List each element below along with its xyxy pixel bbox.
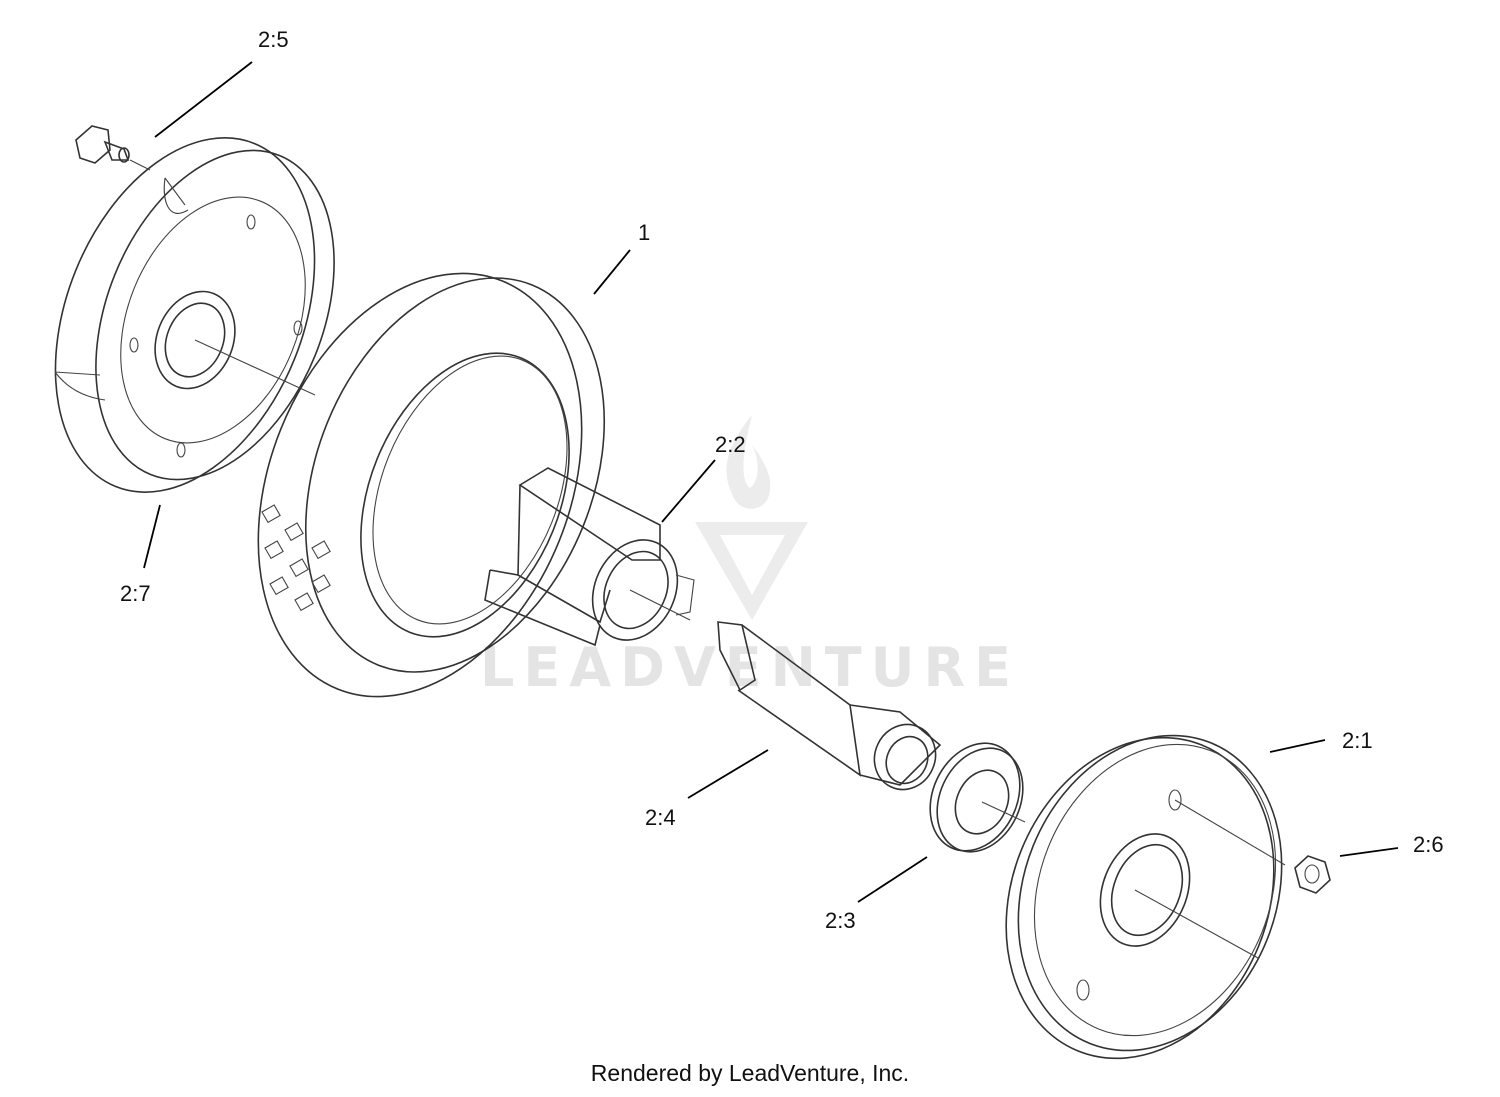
leader-2-6 bbox=[1339, 847, 1399, 857]
callout-2-7: 2:7 bbox=[120, 581, 151, 606]
washer bbox=[929, 742, 1026, 853]
watermark: LEADVENTURE bbox=[480, 415, 1020, 699]
watermark-flame-icon bbox=[726, 415, 771, 509]
leader-2-2 bbox=[661, 459, 716, 523]
wheel-half-outer bbox=[1005, 734, 1286, 1060]
leader-2-4 bbox=[687, 749, 769, 799]
axle-sleeve bbox=[717, 621, 942, 791]
leader-lines bbox=[143, 61, 1399, 903]
leader-2-3 bbox=[857, 856, 928, 903]
leader-1 bbox=[593, 249, 631, 295]
callout-2-3: 2:3 bbox=[825, 908, 856, 933]
callout-2-2: 2:2 bbox=[715, 432, 746, 457]
callout-1: 1 bbox=[638, 220, 650, 245]
render-credit: Rendered by LeadVenture, Inc. bbox=[590, 1060, 910, 1086]
callout-2-5: 2:5 bbox=[258, 27, 289, 52]
callout-2-6: 2:6 bbox=[1413, 832, 1444, 857]
hub-block bbox=[484, 467, 695, 647]
watermark-v-icon bbox=[695, 522, 808, 620]
tire-tread-pattern bbox=[261, 504, 331, 612]
leader-2-7 bbox=[143, 504, 161, 569]
bolt bbox=[75, 125, 151, 171]
callout-labels: 2:5 1 2:2 2:7 2:4 2:1 2:6 2:3 bbox=[120, 27, 1444, 933]
watermark-text: LEADVENTURE bbox=[480, 636, 1020, 699]
leader-2-5 bbox=[154, 61, 253, 138]
wheel-half-inner bbox=[54, 137, 335, 493]
callout-2-1: 2:1 bbox=[1342, 728, 1373, 753]
nut bbox=[1294, 855, 1331, 894]
leader-2-1 bbox=[1269, 739, 1326, 753]
callout-2-4: 2:4 bbox=[645, 805, 676, 830]
